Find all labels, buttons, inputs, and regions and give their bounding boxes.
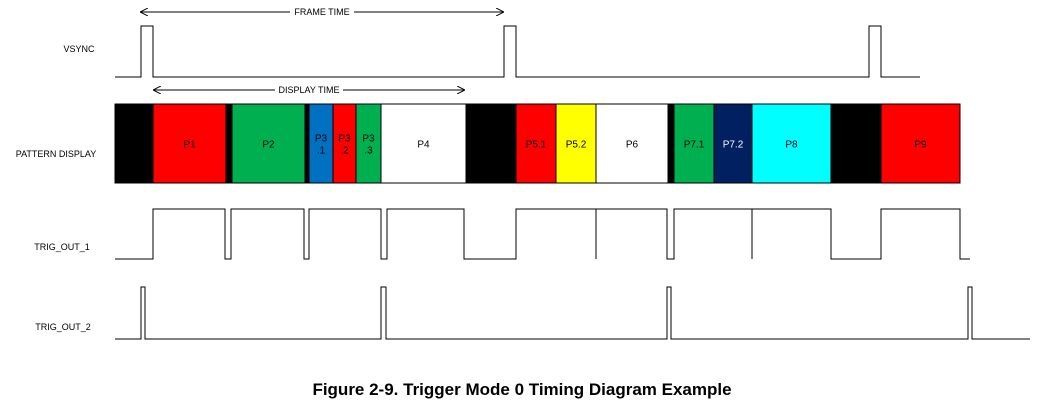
segment-label-p5-1: P5.1: [526, 140, 547, 151]
segment-label-p4: P4: [417, 140, 430, 151]
segment-label-p9: P9: [914, 140, 927, 151]
segment-p1: [152, 103, 227, 184]
segment-p2: [231, 103, 306, 184]
pattern-display-label: PATTERN DISPLAY: [16, 149, 97, 159]
segment-label-p7-1: P7.1: [684, 140, 705, 151]
segment-p5-1: [515, 103, 557, 184]
vsync-label: VSYNC: [63, 44, 95, 54]
segment-label-p7-2: P7.2: [723, 140, 744, 151]
segment-label-p2: P2: [262, 140, 275, 151]
segment-p7-1: [673, 103, 715, 184]
segment-black-gap-2: [225, 103, 233, 184]
figure-caption: Figure 2-9. Trigger Mode 0 Timing Diagra…: [312, 380, 732, 399]
segment-p8: [751, 103, 832, 184]
segment-label-p1: P1: [183, 140, 196, 151]
segment-label-p3-3: P3.3: [362, 134, 375, 157]
segment-p6: [595, 103, 669, 184]
pattern-display-bar: P1 P2 P3.1 P3.2 P3.3 P4 P5.1 P5.2 P6 P7.1 P7.2 P8 P9: [114, 103, 961, 184]
timing-diagram: VSYNC PATTERN DISPLAY TRIG_OUT_1 TRIG_OU…: [16, 7, 1030, 340]
segment-p7-2: [713, 103, 753, 184]
trig-out-1-waveform: [115, 208, 970, 260]
frame-time-label: FRAME TIME: [294, 7, 349, 17]
segment-label-p6: P6: [626, 140, 639, 151]
display-time-label: DISPLAY TIME: [278, 85, 339, 95]
segment-black-gap-9: [465, 103, 517, 184]
segment-label-p3-1: P3.1: [315, 134, 328, 157]
segment-black-gap-4: [304, 103, 310, 184]
segment-label-p3-2: P3.2: [338, 134, 351, 157]
vsync-waveform: [115, 25, 920, 78]
segment-p5-2: [555, 103, 597, 184]
segment-label-p8: P8: [785, 140, 798, 151]
segment-black-gap-17: [830, 103, 882, 184]
segment-p9: [880, 103, 961, 184]
trig-out-2-waveform: [115, 286, 1030, 340]
segment-black-gap-0: [114, 103, 154, 184]
trig-out-2-label: TRIG_OUT_2: [35, 322, 91, 332]
segment-label-p5-2: P5.2: [566, 140, 587, 151]
segment-p3-1: [308, 103, 334, 184]
segment-p4: [380, 103, 467, 184]
trig-out-1-label: TRIG_OUT_1: [34, 242, 90, 252]
segment-black-gap-13: [667, 103, 675, 184]
